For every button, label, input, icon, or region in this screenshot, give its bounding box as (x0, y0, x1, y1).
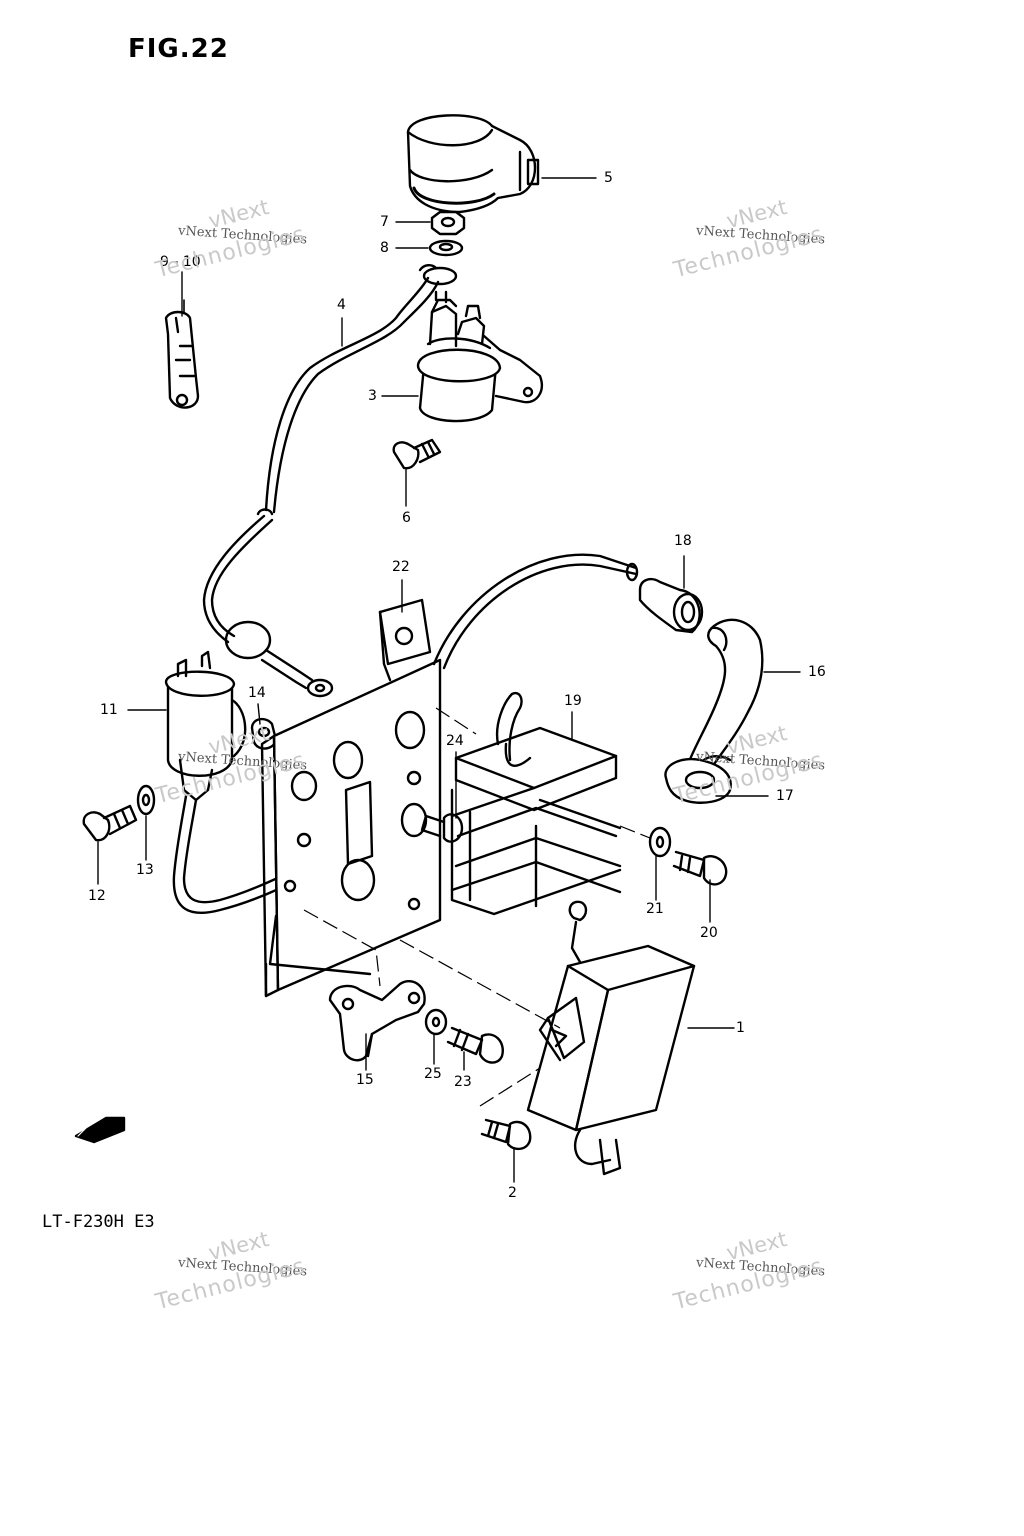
callout-22: 22 (392, 559, 410, 575)
callout-20: 20 (700, 925, 718, 941)
figure-title: FIG.22 (128, 34, 229, 64)
callout-16: 16 (808, 664, 826, 680)
callout-1: 1 (736, 1020, 745, 1036)
nut-part-7 (430, 210, 466, 236)
callout-5: 5 (604, 170, 613, 186)
callout-18: 18 (674, 533, 692, 549)
phantom-line-19-to-22 (435, 707, 477, 735)
callout-6: 6 (402, 510, 411, 526)
callout-14: 14 (248, 685, 266, 701)
cdi-unit-part-1 (526, 900, 696, 1176)
leader-14 (257, 703, 261, 725)
callout-12: 12 (88, 888, 106, 904)
spark-plug-wire (432, 553, 639, 670)
callout-11: 11 (100, 702, 118, 718)
clamp-part-17 (664, 757, 732, 804)
plug-boot-part-18 (638, 578, 704, 634)
regulator-rectifier-part-19 (450, 691, 622, 916)
cable-clamp-part-9-10 (164, 299, 200, 409)
screw-part-2 (480, 1118, 532, 1151)
phantom-line-2-to-1 (479, 1067, 541, 1107)
callout-17: 17 (776, 788, 794, 804)
screw-part-20 (672, 850, 728, 886)
phantom-line-1-to-22 (399, 939, 561, 1029)
starter-relay-part-3 (416, 266, 543, 423)
lead-wire-part-4 (202, 264, 440, 698)
washer-part-13 (136, 784, 156, 816)
relay-cap-part-5 (406, 114, 540, 214)
callout-9-10: 9 - 10 (160, 254, 201, 270)
bolt-part-14 (250, 717, 278, 750)
bracket-part-15 (328, 980, 426, 1062)
callout-15: 15 (356, 1072, 374, 1088)
callout-13: 13 (136, 862, 154, 878)
callout-7: 7 (380, 214, 389, 230)
bracket-plate-part-22 (260, 598, 442, 998)
model-code: LT-F230H E3 (42, 1212, 155, 1232)
plug-cap-hose-part-16 (686, 618, 764, 775)
callout-19: 19 (564, 693, 582, 709)
bolt-part-23 (446, 1026, 504, 1064)
callout-4: 4 (337, 297, 346, 313)
forward-arrow-icon (74, 1116, 126, 1144)
callout-25: 25 (424, 1066, 442, 1082)
phantom-line-20-to-19 (619, 825, 651, 839)
callout-3: 3 (368, 388, 377, 404)
washer-part-8 (428, 239, 464, 257)
callout-23: 23 (454, 1074, 472, 1090)
callout-21: 21 (646, 901, 664, 917)
phantom-line-15-to-22 (303, 909, 381, 987)
callout-2: 2 (508, 1185, 517, 1201)
callout-24: 24 (446, 733, 464, 749)
washer-part-25 (424, 1008, 448, 1036)
washer-part-21 (648, 826, 672, 858)
bolt-part-12 (82, 804, 138, 842)
callout-8: 8 (380, 240, 389, 256)
bolt-part-6 (392, 438, 442, 470)
